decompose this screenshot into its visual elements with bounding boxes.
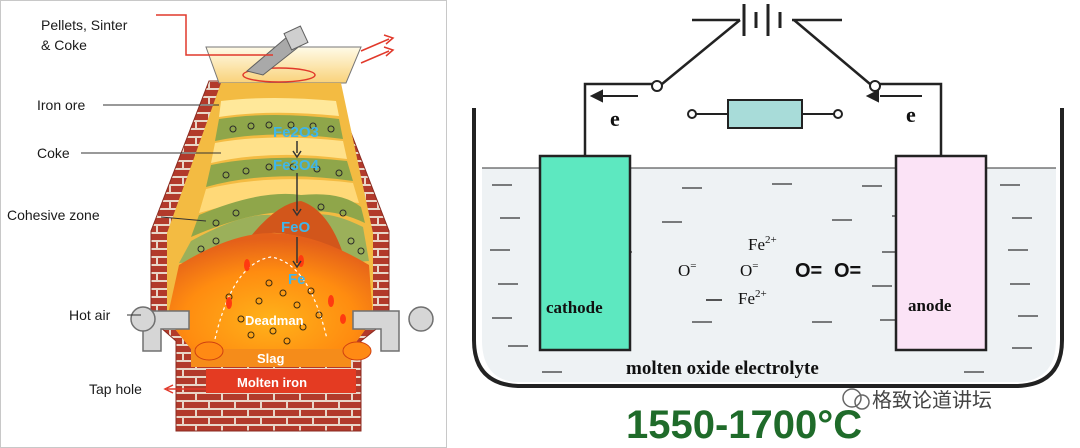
temperature-label: 1550-1700°C (626, 403, 862, 447)
electrolyte-label: molten oxide electrolyte (626, 358, 819, 379)
electron-label-right: e (906, 102, 916, 127)
chem-feo: FeO (281, 219, 311, 236)
battery-icon (744, 4, 780, 36)
blast-furnace-diagram: Pellets, Sinter & Coke Iron ore Coke Coh… (1, 1, 447, 448)
cathode-label: cathode (546, 298, 603, 317)
cathode-electrode (540, 156, 630, 350)
watermark-text: 格致论道讲坛 (872, 388, 992, 412)
zone-molten-iron: Molten iron (237, 375, 307, 390)
chem-fe3o4: Fe3O4 (273, 157, 320, 174)
wechat-logo-icon (843, 389, 869, 409)
electron-arrow-right (868, 91, 922, 101)
resistor-icon (728, 100, 802, 128)
blast-furnace-panel: Pellets, Sinter & Coke Iron ore Coke Coh… (0, 0, 447, 448)
label-feed: Pellets, Sinter (41, 17, 128, 33)
tuyere-flame-left (195, 342, 223, 360)
switch-contact-left (652, 81, 662, 91)
electron-arrow-left (592, 91, 638, 101)
oxygen-gas-2: O= (834, 260, 861, 282)
label-iron-ore: Iron ore (37, 97, 85, 113)
label-cohesive-zone: Cohesive zone (7, 207, 100, 223)
label-hot-air: Hot air (69, 307, 111, 323)
anode-label: anode (908, 296, 952, 315)
zone-slag: Slag (257, 351, 285, 366)
electrolysis-panel: e e cathode anode Fe2+ O= O= O= O= Fe2+ … (452, 0, 1080, 448)
zone-deadman: Deadman (245, 313, 304, 328)
anode-electrode (896, 156, 986, 350)
label-coke: Coke (37, 145, 70, 161)
label-feed-line2: & Coke (41, 37, 87, 53)
tuyere-flame-right (343, 342, 371, 360)
circuit-wires (585, 20, 941, 156)
chem-fe2o3: Fe2O3 (273, 124, 319, 141)
electrolysis-diagram: e e cathode anode Fe2+ O= O= O= O= Fe2+ … (452, 0, 1080, 448)
oxygen-gas-1: O= (795, 260, 822, 282)
switch-contact-right (870, 81, 880, 91)
label-tap-hole: Tap hole (89, 381, 142, 397)
chem-fe: Fe (288, 271, 306, 288)
electron-label-left: e (610, 106, 620, 131)
